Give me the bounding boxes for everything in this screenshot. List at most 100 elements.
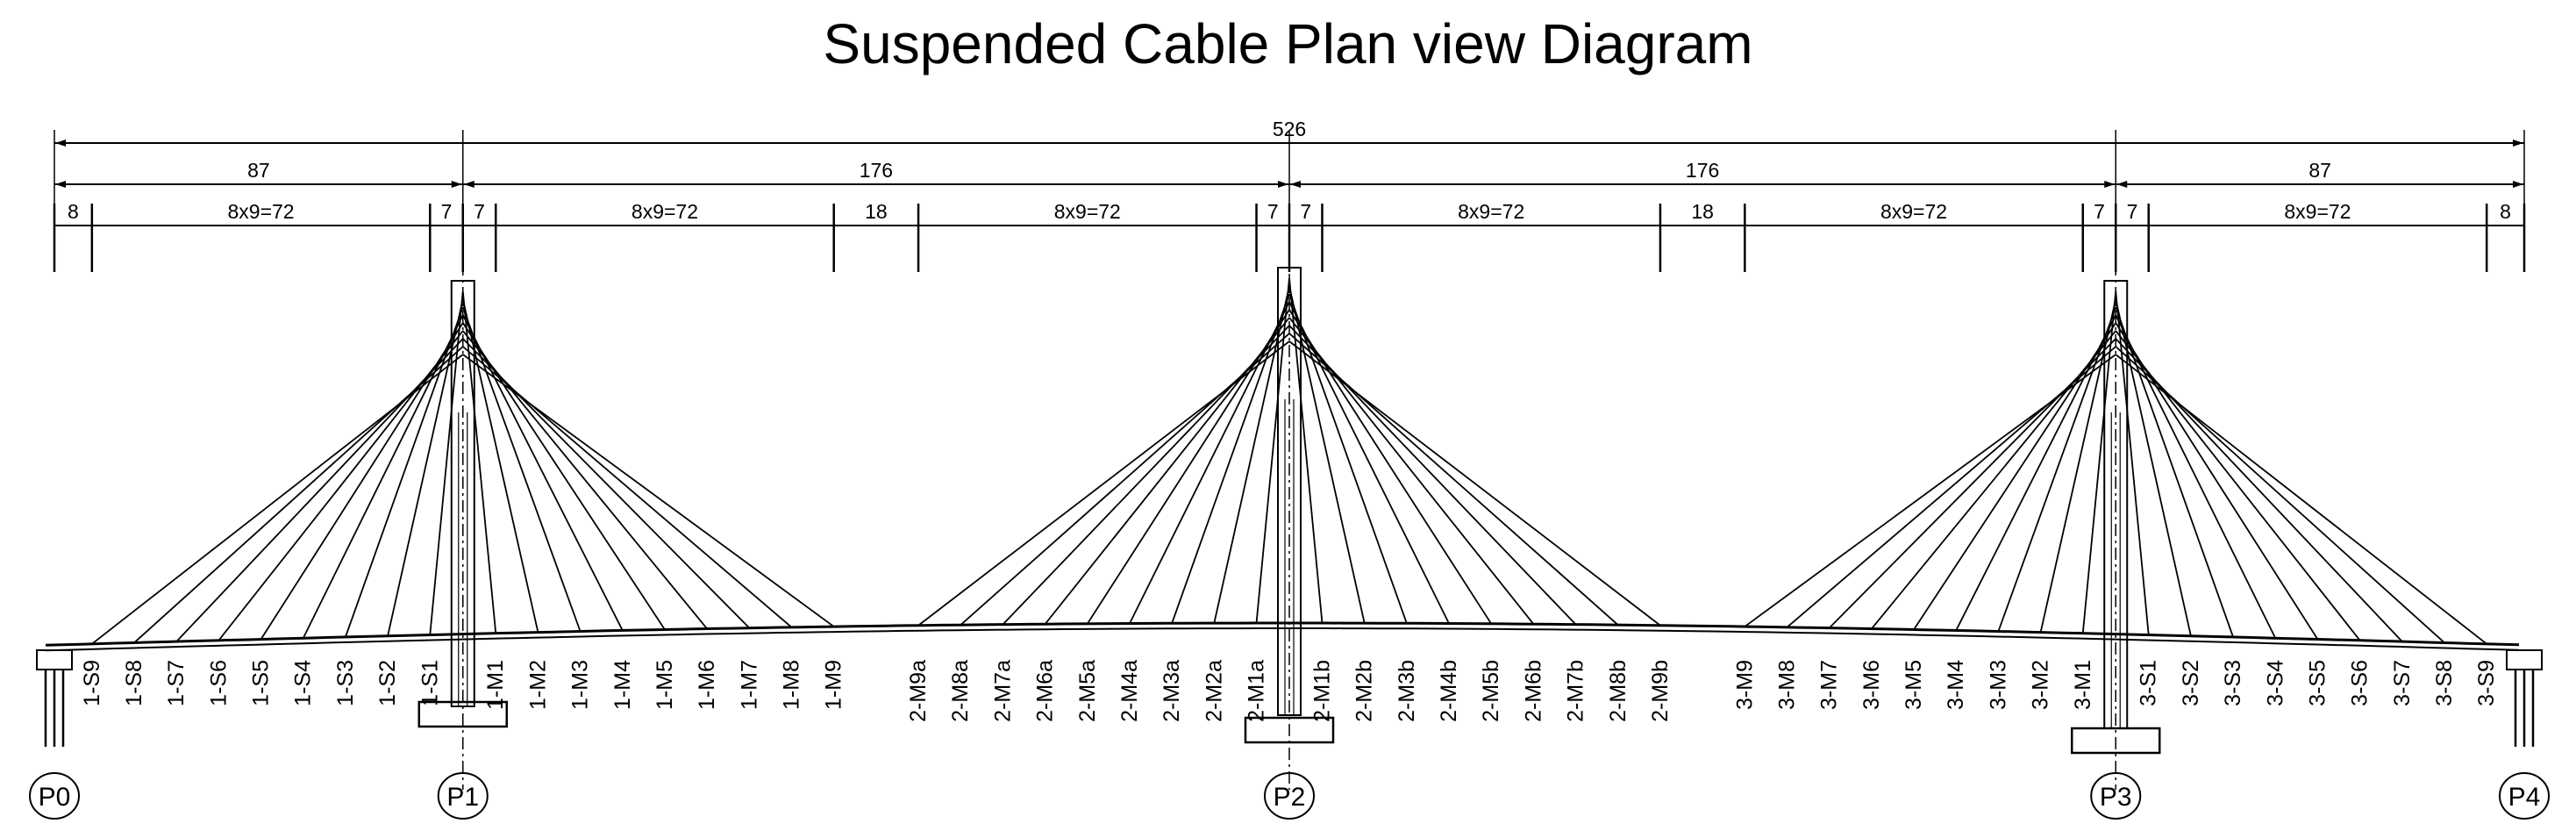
cable-tower1-side [345, 306, 464, 638]
cable-label: 1-M7 [737, 660, 761, 710]
cable-label: 1-M3 [568, 660, 593, 710]
dim-label-segment: 7 [441, 200, 453, 223]
cable-label: 3-M3 [1986, 660, 2010, 710]
cable-label: 2-M8a [948, 660, 973, 722]
cable-label: 2-M6b [1521, 660, 1545, 722]
dim-arrow [1278, 181, 1288, 188]
dim-arrow [463, 181, 475, 188]
tower-footing [2070, 727, 2161, 755]
cable-label: 2-M9a [906, 660, 931, 722]
cable-label: 2-M5b [1479, 660, 1503, 722]
dim-arrow [451, 181, 462, 188]
pier-label-circle [437, 772, 489, 820]
cable-label: 2-M4a [1117, 660, 1142, 722]
cable-tower2-right [1288, 333, 1619, 626]
cable-tower2-left [1255, 277, 1290, 624]
diagram-title: Suspended Cable Plan view Diagram [823, 12, 1753, 75]
cable-tower1-main [462, 338, 750, 629]
cable-label: 2-M5a [1075, 660, 1100, 722]
dim-label-segment: 8 [68, 200, 79, 223]
cable-label: 2-M2b [1352, 660, 1377, 722]
cable-label: 2-M6a [1033, 660, 1058, 722]
cable-label: 1-M9 [822, 660, 846, 710]
cable-tower3-main [1744, 354, 2116, 627]
dim-label-segment: 8x9=72 [1880, 200, 1947, 223]
dim-arrow [1290, 181, 1301, 188]
cable-label: 1-M2 [525, 660, 550, 710]
cable-label: 2-M3b [1395, 660, 1419, 722]
cable-label: 1-S2 [375, 660, 400, 706]
cable-tower3-side [2115, 314, 2277, 639]
dim-arrow [2104, 181, 2116, 188]
cable-label: 1-M1 [483, 660, 508, 710]
cable-label: 3-M5 [1902, 660, 1926, 710]
cable-tower1-main [461, 290, 497, 634]
cable-tower3-side [2115, 298, 2192, 636]
cable-label: 1-S6 [206, 660, 231, 706]
dim-label-segment: 7 [1300, 200, 1311, 223]
cable-label: 1-M8 [780, 660, 804, 710]
cable-tower2-left [1213, 285, 1290, 624]
cable-label: 1-S8 [122, 660, 146, 706]
dim-label-segment: 8x9=72 [632, 200, 698, 223]
cable-label: 2-M1b [1309, 660, 1334, 722]
cable-label: 1-M4 [610, 660, 635, 710]
dim-arrow [55, 140, 66, 147]
cable-tower2-right [1288, 277, 1324, 624]
cable-label: 3-S9 [2474, 660, 2499, 706]
pier-label: P0 [39, 783, 71, 812]
deck-line-top [45, 621, 2520, 647]
cable-tower1-side [91, 354, 464, 645]
cable-tower3-side [2115, 354, 2487, 645]
pier-label: P3 [2100, 783, 2132, 812]
cable-label: 3-S8 [2432, 660, 2457, 706]
cable-label: 1-S3 [333, 660, 358, 706]
cable-tower1-side [302, 314, 464, 639]
deck-line-bottom [45, 627, 2520, 652]
cable-label: 2-M1a [1245, 660, 1269, 722]
cable-tower1-main [461, 306, 582, 632]
dim-label-span: 87 [2308, 159, 2331, 182]
dim-arrow [2513, 181, 2523, 188]
cable-tower3-side [2115, 346, 2445, 644]
cable-label: 2-M9b [1648, 660, 1673, 722]
dim-arrow [2513, 140, 2523, 147]
cable-tower1-main [461, 314, 624, 631]
dim-label-span: 176 [1686, 159, 1719, 182]
cable-tower2-left [1002, 325, 1290, 626]
pier-p4-cap [2506, 649, 2543, 670]
cable-tower3-main [1913, 322, 2116, 630]
dim-label-segment: 18 [865, 200, 888, 223]
dim-label-segment: 7 [2094, 200, 2105, 223]
cable-label: 3-M7 [1817, 660, 1842, 710]
cable-tower1-main [462, 354, 835, 627]
cable-label: 3-M6 [1859, 660, 1884, 710]
dim-arrow [2116, 181, 2128, 188]
cable-tower2-right [1288, 293, 1408, 624]
cable-tower1-main [461, 298, 539, 633]
cable-tower3-side [2115, 322, 2319, 640]
cable-label: 3-S5 [2305, 660, 2330, 706]
cable-label: 1-S9 [80, 660, 104, 706]
cable-tower1-side [429, 290, 464, 635]
cable-label: 3-S7 [2390, 660, 2415, 706]
cable-label: 3-S2 [2179, 660, 2203, 706]
cable-tower1-main [462, 346, 793, 628]
cable-label: 1-S7 [164, 660, 189, 706]
tower-footing [1244, 716, 1335, 744]
cable-tower3-main [1997, 306, 2117, 632]
pier-label: P2 [1274, 783, 1306, 812]
cable-tower2-right [1288, 301, 1450, 624]
cable-tower1-side [260, 322, 464, 640]
pier-label-circle [2090, 772, 2142, 820]
cable-tower2-right [1288, 325, 1577, 626]
cable-label: 3-S4 [2263, 660, 2287, 706]
cable-label: 2-M3a [1160, 660, 1184, 722]
cable-tower3-main [2039, 298, 2117, 633]
cable-tower3-side [2115, 290, 2150, 635]
cable-tower2-left [1129, 301, 1290, 624]
cable-label: 3-S1 [2137, 660, 2161, 706]
cable-label: 1-M5 [653, 660, 677, 710]
